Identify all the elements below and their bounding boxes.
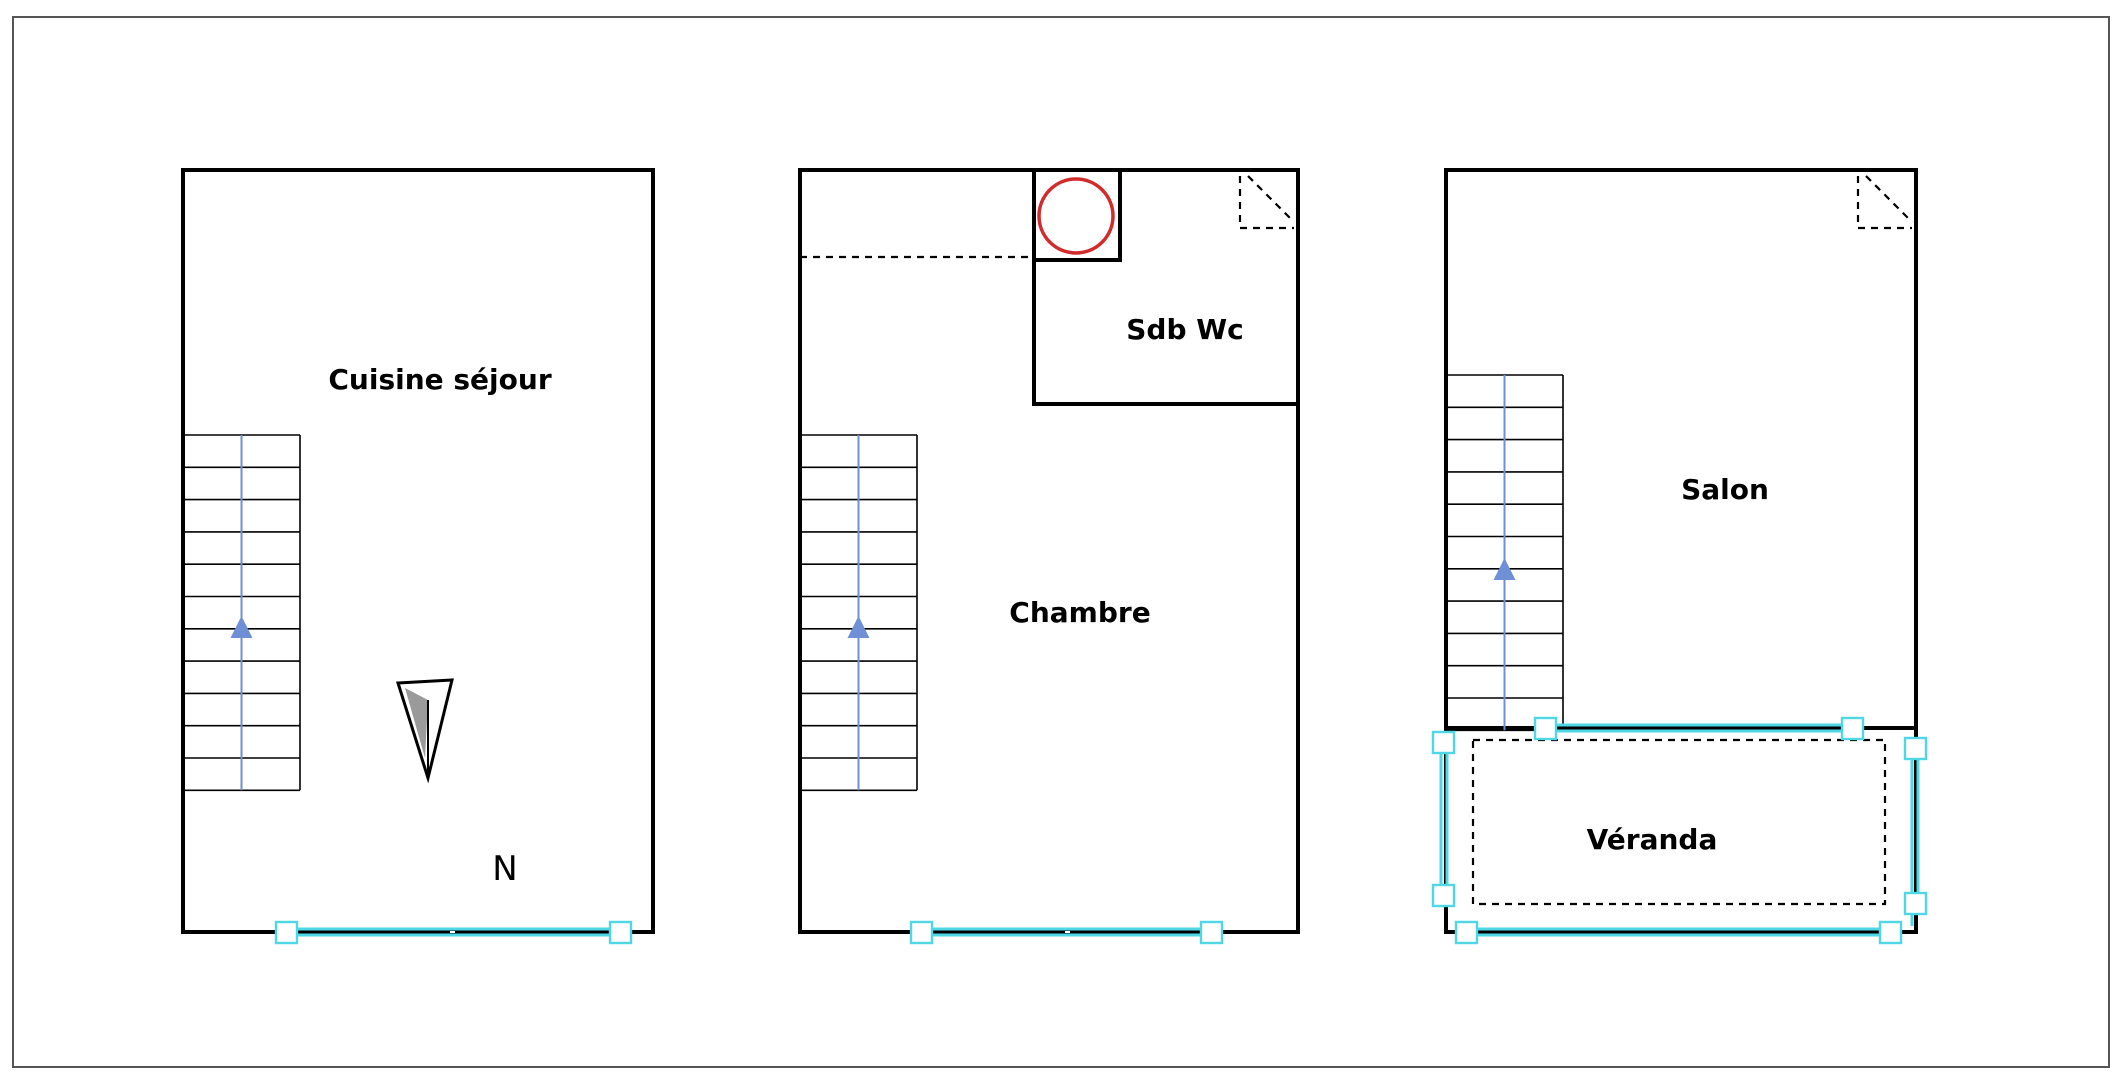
floor-2-walls [798, 168, 1300, 934]
floor-3: Salon Véranda [1431, 168, 1928, 945]
floor-1: Cuisine séjour N [181, 168, 655, 945]
compass-label: N [492, 849, 517, 889]
window-handle [1903, 736, 1928, 761]
door-swing-icon [1856, 175, 1913, 230]
window-handle [909, 920, 934, 945]
window-handle [1533, 716, 1558, 741]
shower-fixture-icon [1037, 177, 1115, 255]
window-handle [1840, 716, 1865, 741]
room-label-salon: Salon [1681, 473, 1769, 506]
room-label-cuisine-sejour: Cuisine séjour [328, 363, 551, 396]
stairs [800, 434, 918, 792]
window-handle [1199, 920, 1224, 945]
stair-up-arrow-icon [230, 616, 253, 638]
outer-frame [12, 16, 2110, 1068]
veranda-dashed-outline [1471, 738, 1887, 906]
veranda: Véranda [1431, 716, 1928, 945]
fixture-box [1032, 168, 1122, 262]
window-handle [1878, 920, 1903, 945]
room-label-veranda: Véranda [1587, 823, 1718, 856]
window-handle [1431, 883, 1456, 908]
window-floor-1 [274, 920, 633, 945]
stairs [1446, 374, 1564, 732]
window-handle [1903, 891, 1928, 916]
room-label-sdb-wc: Sdb Wc [1126, 313, 1243, 346]
stair-up-arrow-icon [847, 616, 870, 638]
floor-2: Sdb Wc Chambre [798, 168, 1300, 945]
stairs [183, 434, 301, 792]
window-handle [1431, 730, 1456, 755]
window-handle [274, 920, 299, 945]
bathroom-wall [1032, 168, 1300, 406]
window-handle [1454, 920, 1479, 945]
floor-1-walls [181, 168, 655, 934]
floor-3-walls [1444, 168, 1918, 934]
window-handle [608, 920, 633, 945]
door-swing-icon [1238, 175, 1295, 230]
room-label-chambre: Chambre [1009, 596, 1150, 629]
window-floor-2 [909, 920, 1224, 945]
north-arrow-icon [395, 678, 454, 784]
stair-up-arrow-icon [1493, 558, 1516, 580]
